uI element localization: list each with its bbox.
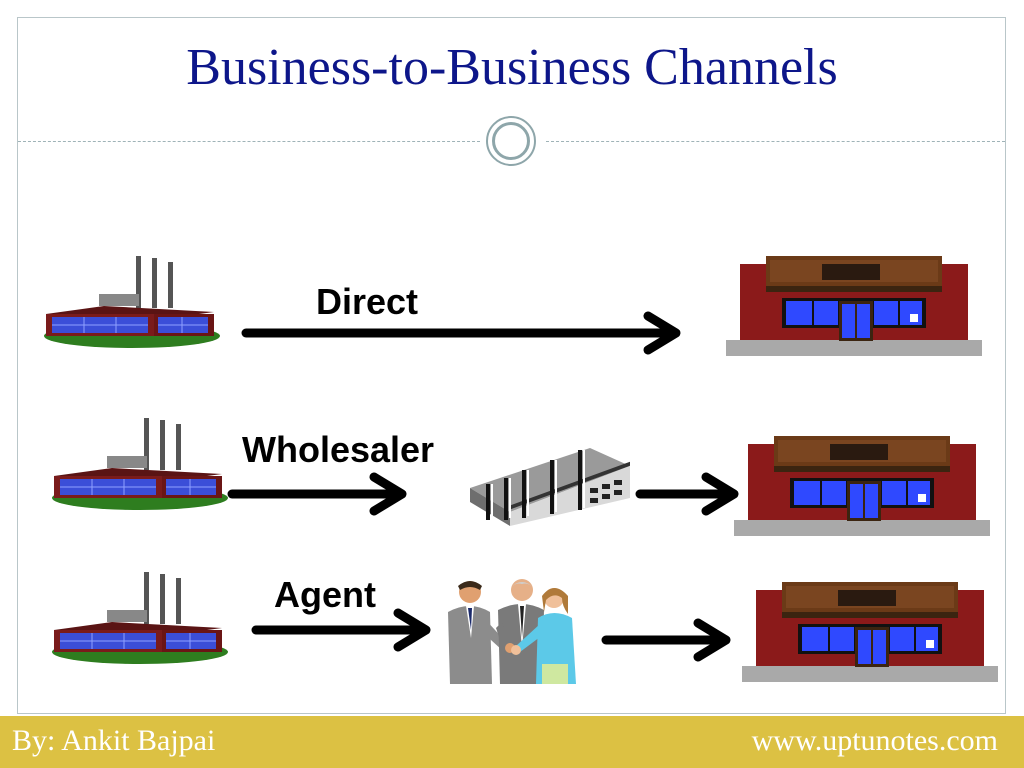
customer-store-icon-direct [726, 256, 982, 356]
title-divider-left [18, 141, 480, 142]
customer-store-icon-agent [742, 582, 998, 682]
footer-website: www.uptunotes.com [751, 724, 998, 757]
direct-arrow [241, 311, 681, 355]
channel-label-agent: Agent [274, 574, 376, 615]
customer-store-icon-wholesaler [734, 436, 990, 536]
channel-label-wholesaler: Wholesaler [242, 429, 434, 470]
wholesaler-arrow-2 [635, 472, 739, 516]
agents-handshake-icon [448, 579, 576, 684]
producer-factory-icon-agent [51, 571, 229, 665]
producer-factory-icon-direct [43, 255, 221, 349]
channel-label-direct: Direct [316, 281, 418, 322]
warehouse-icon [468, 446, 632, 528]
footer-bar: By: Ankit Bajpai www.uptunotes.com [0, 716, 1024, 768]
slide-frame [17, 17, 1006, 714]
wholesaler-arrow-1 [227, 472, 407, 516]
agent-arrow-1 [251, 608, 431, 652]
producer-factory-icon-wholesaler [51, 417, 229, 511]
agent-arrow-2 [601, 618, 731, 662]
footer-author: By: Ankit Bajpai [12, 724, 216, 757]
circle-ornament-icon [486, 116, 536, 166]
title-divider-right [546, 141, 1005, 142]
slide-title: Business-to-Business Channels [186, 39, 838, 96]
